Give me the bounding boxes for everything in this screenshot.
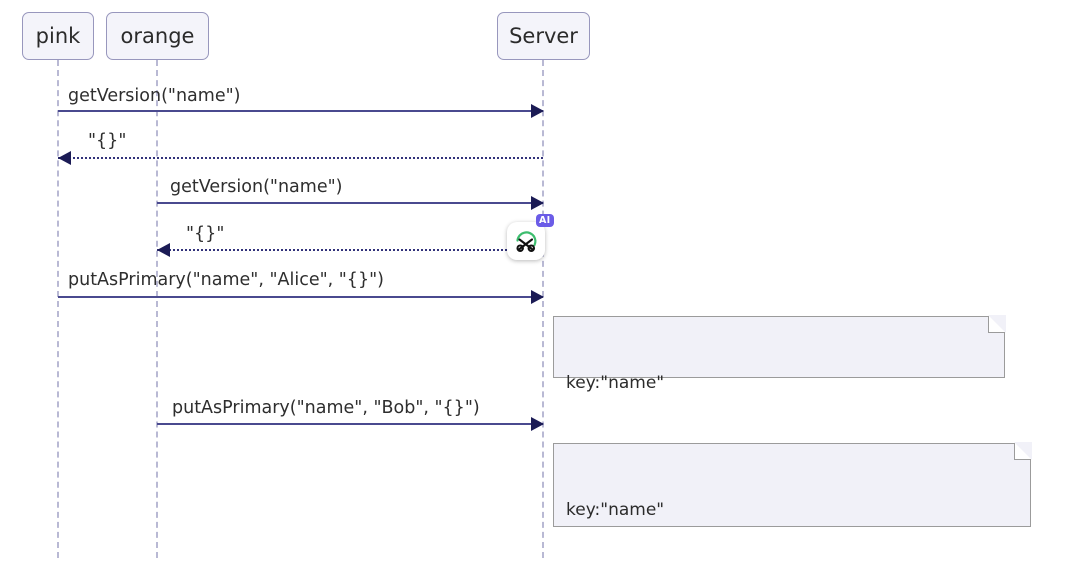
note-fold-corner-icon [987,314,1006,333]
message-arrowhead-5 [531,417,544,431]
scissors-icon [516,231,537,252]
message-arrowhead-1 [58,151,71,165]
lifeline-server [542,60,544,558]
participant-label-orange: orange [120,23,195,48]
message-line-3 [157,249,543,251]
message-line-0 [58,110,543,112]
message-arrowhead-4 [531,290,544,304]
message-line-5 [157,423,543,425]
note-0-line-0: key:"name" [566,372,665,393]
participant-box-server[interactable]: Server [497,12,590,60]
message-label-2: getVersion("name") [170,177,343,197]
message-arrowhead-3 [157,243,170,257]
participant-label-pink: pink [35,23,81,48]
message-arrowhead-0 [531,104,544,118]
message-label-4: putAsPrimary("name", "Alice", "{}") [68,270,384,290]
participant-box-pink[interactable]: pink [22,12,94,60]
message-line-1 [58,157,543,159]
message-label-3: "{}" [186,224,225,244]
message-label-5: putAsPrimary("name", "Bob", "{}") [172,398,480,418]
ai-badge: AI [535,214,554,227]
lifeline-pink [57,60,59,558]
message-line-2 [157,202,543,204]
ai-scissors-cursor-overlay[interactable]: AI [507,214,554,260]
note-1-line-0: key:"name" [566,499,665,520]
note-fold-corner-icon [1013,441,1032,460]
participant-box-orange[interactable]: orange [106,12,209,60]
note-box-1: key:"name" values:[{value: "Alice", vers… [553,441,1032,527]
scissors-tool-button[interactable] [507,222,545,260]
lifeline-orange [156,60,158,558]
message-label-0: getVersion("name") [68,86,241,106]
message-label-1: "{}" [88,131,127,151]
message-arrowhead-2 [531,196,544,210]
note-box-0: key:"name" values:[{value: "Alice", vers… [553,314,1006,462]
message-line-4 [58,296,543,298]
participant-label-server: Server [509,23,578,48]
